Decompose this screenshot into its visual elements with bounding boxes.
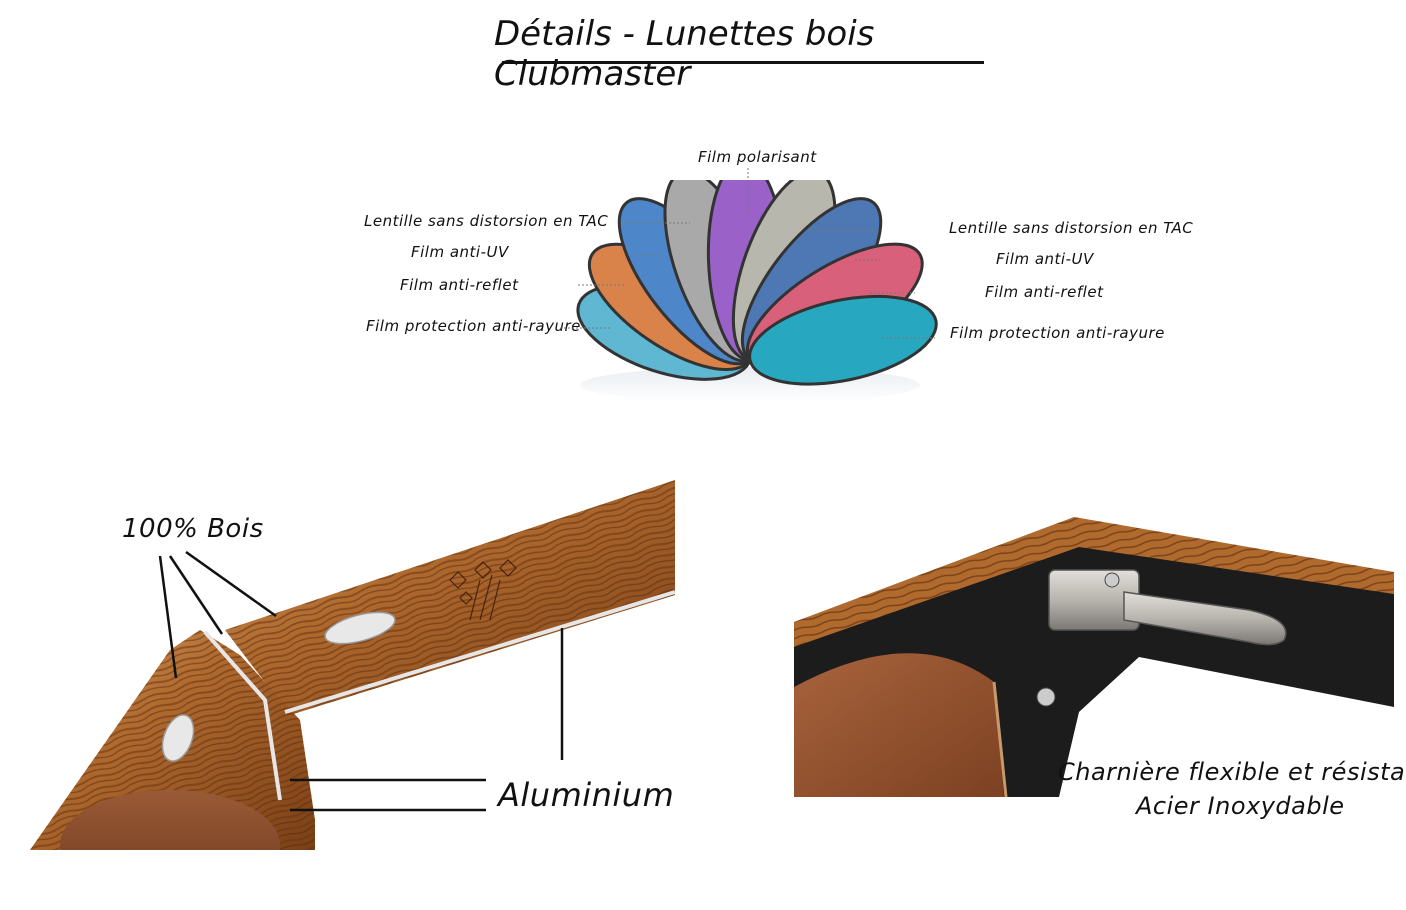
page-title: Détails - Lunettes bois Clubmaster xyxy=(494,14,875,94)
hinge-callout-line1: Charnière flexible et résistante xyxy=(1058,758,1406,786)
layer-label-right-anti-uv: Film anti-UV xyxy=(996,250,1094,268)
title-underline xyxy=(502,61,984,64)
layer-label-left-tac: Lentille sans distorsion en TAC xyxy=(364,212,609,230)
layer-label-right-anti-reflet: Film anti-reflet xyxy=(985,283,1104,301)
layer-label-left-anti-uv: Film anti-UV xyxy=(411,243,509,261)
layer-label-left-anti-reflet: Film anti-reflet xyxy=(400,276,519,294)
hinge-photo xyxy=(794,517,1394,797)
lens-layers-illustration xyxy=(576,180,938,403)
tree-engraving-icon xyxy=(449,559,517,621)
hinge-callout-line2: Acier Inoxydable xyxy=(1136,792,1345,820)
layer-label-right-tac: Lentille sans distorsion en TAC xyxy=(949,219,1194,237)
wood-temple-photo xyxy=(30,480,676,850)
layer-label-left-anti-rayure: Film protection anti-rayure xyxy=(366,317,581,335)
wood-callout-label: 100% Bois xyxy=(122,514,264,544)
layer-label-right-anti-rayure: Film protection anti-rayure xyxy=(950,324,1165,342)
aluminium-callout-label: Aluminium xyxy=(498,776,675,814)
layer-label-polarising: Film polarisant xyxy=(698,148,817,166)
